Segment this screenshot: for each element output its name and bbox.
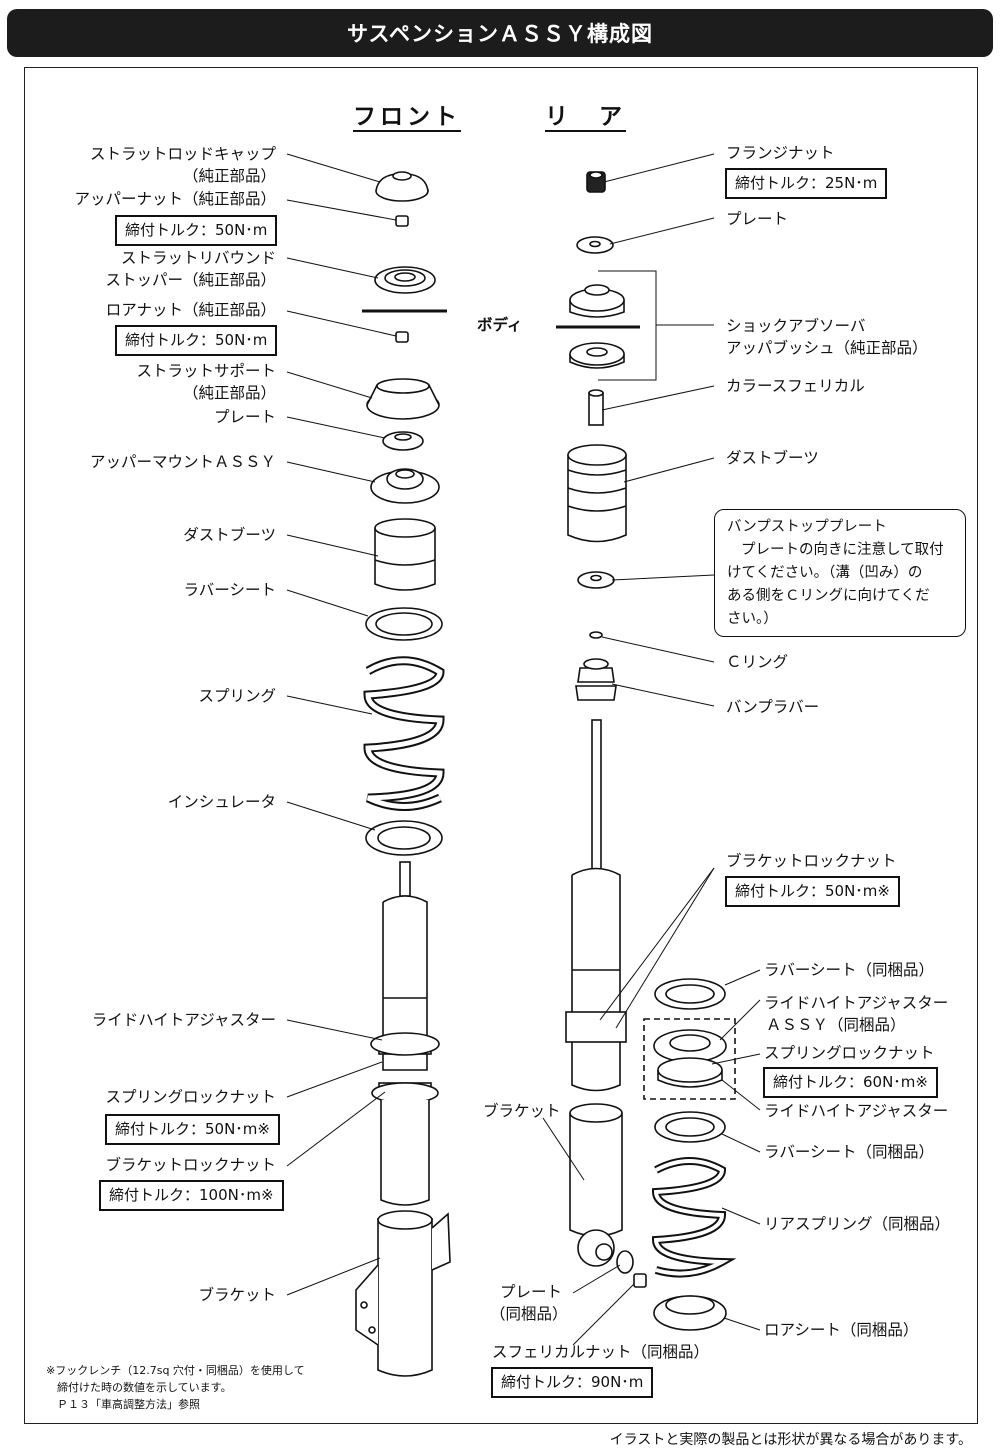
front-shock-body-part — [370, 861, 440, 1206]
label-upper-mount: アッパーマウントＡＳＳＹ — [89, 453, 276, 471]
label-rear-ride-height-adjuster: ライドハイトアジャスター — [764, 1102, 949, 1120]
label-upper-bush: ショックアブソーバアッパブッシュ（純正部品） — [726, 317, 928, 357]
rear-spring-part — [651, 1157, 737, 1278]
label-front-spring-lock-nut: スプリングロックナット — [105, 1088, 276, 1106]
label-insulator: インシュレータ — [167, 793, 276, 811]
label-collar: カラースフェリカル — [726, 377, 865, 395]
rear-bracket-part — [569, 1103, 623, 1267]
upper-bush-part — [569, 284, 625, 369]
label-rebound-stopper: ストラットリバウンドストッパー（純正部品） — [105, 249, 276, 289]
label-lower-seat: ロアシート（同梱品） — [764, 1321, 919, 1339]
strut-rod-cap-part — [375, 171, 429, 202]
label-front-dust-boot: ダストブーツ — [183, 526, 276, 544]
torque-flange-nut: 締付トルク：25N･m — [725, 168, 888, 199]
flange-nut-part — [586, 171, 606, 193]
torque-spherical-nut: 締付トルク：90N･m — [491, 1367, 654, 1398]
label-rear-spring: リアスプリング（同梱品） — [764, 1215, 951, 1233]
label-rear-rubber-seat-bottom: ラバーシート（同梱品） — [764, 1143, 935, 1161]
heading-front: フロント — [353, 104, 461, 130]
label-bump-rubber: バンプラバー — [726, 698, 820, 716]
bump-stop-plate-title: バンプストッププレート — [727, 519, 887, 535]
rear-spring-part-inner — [653, 1159, 730, 1276]
label-rear-plate: プレート — [726, 210, 789, 228]
footer-disclaimer: イラストと実際の製品とは形状が異なる場合があります。 — [609, 1432, 972, 1448]
bump-stop-plate-callout: バンプストッププレート プレートの向きに注意して取付 けてください。（溝（凹み）… — [714, 509, 966, 637]
label-lower-nut: ロアナット（純正部品） — [105, 301, 276, 319]
rear-plate-part — [576, 236, 614, 254]
rebound-stopper-part — [374, 266, 436, 294]
label-front-plate: プレート — [213, 408, 276, 426]
label-strut-rod-cap: ストラットロッドキャップ（純正部品） — [89, 145, 276, 185]
torque-rear-bracket-lock-nut: 締付トルク：50N･m※ — [725, 876, 900, 907]
heading-rear: リ ア — [545, 104, 626, 130]
label-rear-rubber-seat-top: ラバーシート（同梱品） — [764, 961, 935, 979]
front-spring-part-inner — [365, 658, 443, 809]
hook-wrench-note: ※フックレンチ（12.7sq 穴付・同梱品）を使用して 締付けた時の数値を示して… — [46, 1364, 305, 1411]
label-rear-dust-boot: ダストブーツ — [726, 449, 819, 467]
c-ring-part — [589, 631, 603, 639]
spherical-nut-part — [633, 1273, 647, 1288]
rear-dust-boot-part — [567, 444, 627, 543]
rear-ride-height-assy-part — [653, 1029, 727, 1088]
collar-part — [588, 389, 604, 426]
label-strut-support: ストラットサポート（純正部品） — [136, 362, 276, 402]
label-upper-nut: アッパーナット（純正部品） — [74, 190, 276, 208]
label-front-ride-height-adjuster: ライドハイトアジャスター — [91, 1011, 276, 1029]
diagram-frame — [24, 67, 978, 1424]
label-front-spring: スプリング — [198, 687, 276, 705]
insulator-part — [365, 820, 443, 856]
label-front-bracket-lock-nut: ブラケットロックナット — [105, 1156, 276, 1174]
label-spherical-nut: スフェリカルナット（同梱品） — [492, 1343, 710, 1361]
strut-support-part — [366, 378, 440, 420]
torque-upper-nut: 締付トルク：50N･m — [115, 215, 278, 246]
label-rear-bracket: ブラケット — [483, 1102, 561, 1120]
label-front-rubber-seat: ラバーシート — [183, 581, 276, 599]
label-body: ボディ — [477, 316, 523, 334]
label-front-bracket: ブラケット — [198, 1286, 276, 1304]
label-rear-bracket-lock-nut: ブラケットロックナット — [726, 852, 897, 870]
lower-nut-part — [395, 331, 409, 343]
rear-shock-body-part — [565, 719, 627, 1092]
page-title: サスペンションＡＳＳＹ構成図 — [7, 9, 993, 57]
front-plate-part — [382, 431, 424, 451]
torque-front-bracket-lock-nut: 締付トルク：100N･m※ — [99, 1180, 284, 1211]
bump-stop-plate-part — [577, 571, 615, 589]
bump-rubber-part — [575, 658, 617, 701]
torque-rear-spring-lock-nut: 締付トルク：60N･m※ — [763, 1067, 938, 1098]
torque-front-spring-lock-nut: 締付トルク：50N･m※ — [105, 1114, 280, 1145]
label-rear-spring-lock-nut: スプリングロックナット — [764, 1044, 935, 1062]
rear-rubber-seat-top-part — [654, 978, 726, 1010]
front-dust-boot-part — [374, 518, 436, 591]
upper-nut-part — [395, 215, 409, 227]
front-bracket-part — [355, 1210, 451, 1377]
label-flange-nut: フランジナット — [726, 144, 835, 162]
label-rear-plate-bundled: プレート（同梱品） — [490, 1283, 568, 1323]
rear-rubber-seat-bottom-part — [654, 1111, 726, 1143]
front-rubber-seat-part — [365, 607, 443, 641]
upper-mount-part — [370, 468, 440, 504]
label-c-ring: Ｃリング — [726, 653, 789, 671]
lower-seat-part — [653, 1295, 727, 1331]
rear-plate-bundled-part — [616, 1250, 634, 1274]
torque-lower-nut: 締付トルク：50N･m — [115, 325, 278, 356]
